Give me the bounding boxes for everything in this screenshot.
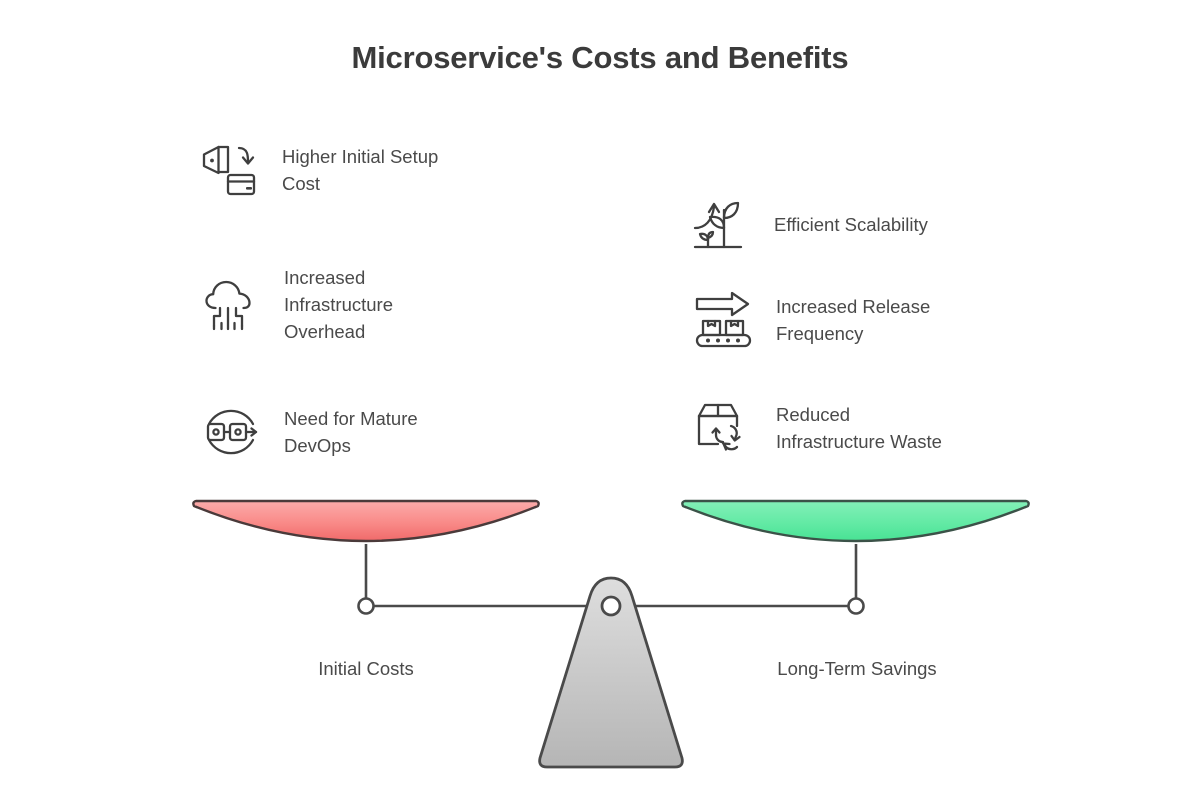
list-item: Increased Release Frequency xyxy=(690,286,1030,354)
conveyor-arrow-icon xyxy=(690,286,758,354)
list-item: Reduced Infrastructure Waste xyxy=(690,394,1030,462)
benefit-pan xyxy=(681,499,1030,543)
balance-scale-graphic xyxy=(0,480,1200,780)
benefit-pivot-ring xyxy=(847,597,865,615)
list-item: Efficient Scalability xyxy=(688,190,1028,258)
list-item: Need for Mature DevOps xyxy=(198,398,518,466)
growing-plant-icon xyxy=(688,190,756,258)
devops-cycle-icon xyxy=(198,398,266,466)
cloud-circuit-icon xyxy=(198,271,266,339)
list-item-label: Increased Release Frequency xyxy=(776,296,931,344)
fulcrum-pivot-ring xyxy=(600,595,622,617)
wallet-card-icon xyxy=(196,136,264,204)
list-item-label: Efficient Scalability xyxy=(774,213,928,235)
cost-pivot-ring xyxy=(357,597,375,615)
benefit-pan-caption: Long-Term Savings xyxy=(777,658,937,679)
list-item: Increased Infrastructure Overhead xyxy=(198,264,518,345)
page-title: Microservice's Costs and Benefits xyxy=(351,40,849,75)
fulcrum xyxy=(538,576,684,769)
cost-pan-caption: Initial Costs xyxy=(318,658,414,679)
box-recycle-icon xyxy=(690,394,758,462)
list-item: Higher Initial Setup Cost xyxy=(196,136,516,204)
list-item-label: Increased Infrastructure Overhead xyxy=(284,267,393,342)
cost-pan xyxy=(192,499,540,543)
list-item-label: Need for Mature DevOps xyxy=(284,408,418,456)
list-item-label: Reduced Infrastructure Waste xyxy=(776,404,942,452)
list-item-label: Higher Initial Setup Cost xyxy=(282,146,439,194)
